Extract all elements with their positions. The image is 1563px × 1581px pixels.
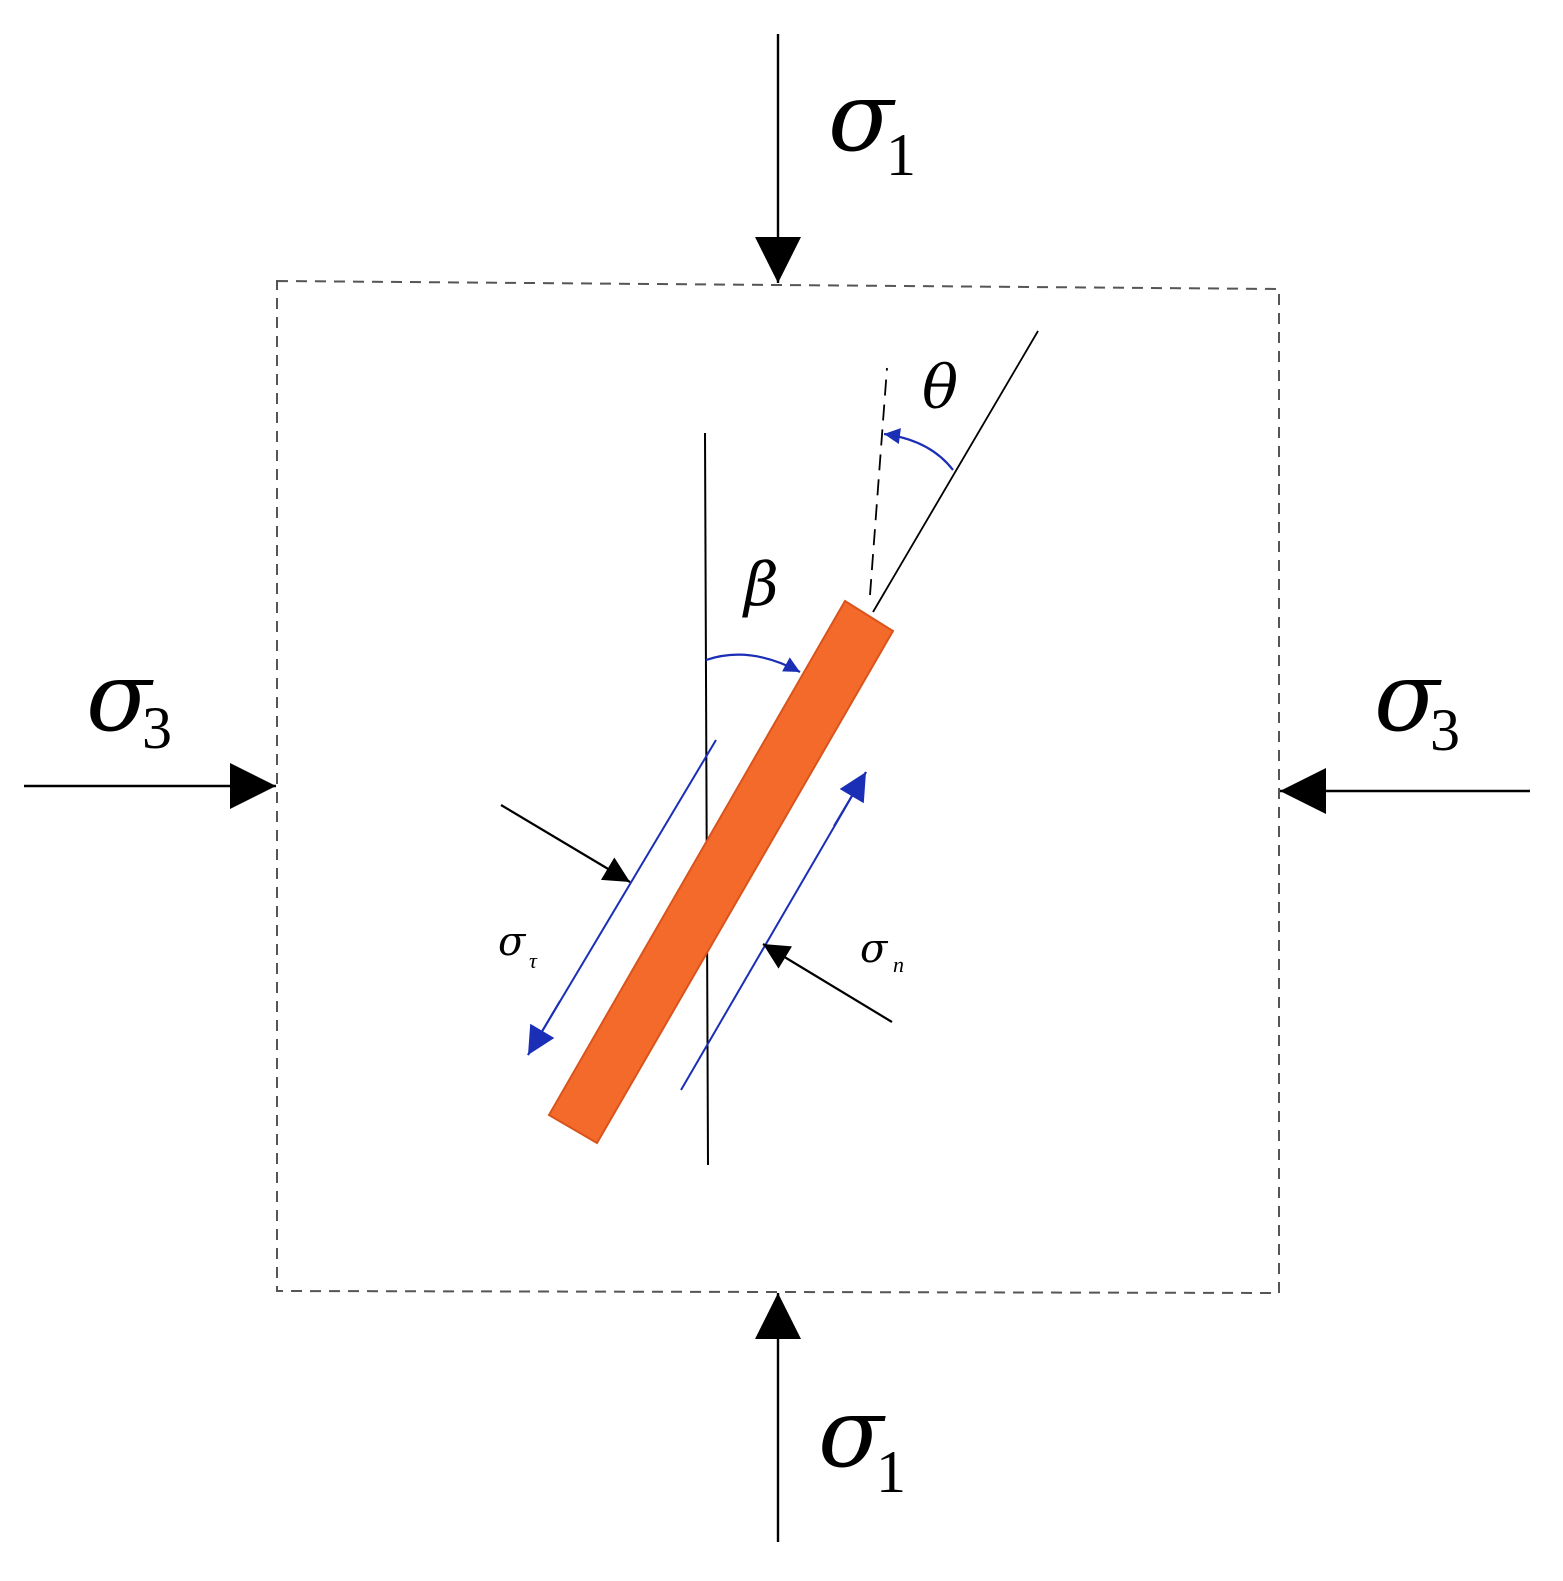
sigma1-top-label: σ: [828, 61, 896, 173]
sigma-tau-subscript: τ: [529, 948, 538, 973]
sigma-n-label: σ: [860, 926, 889, 972]
sigma1-top-subscript: 1: [886, 122, 916, 188]
sigma3-right-subscript: 3: [1430, 697, 1460, 763]
theta-angle-arc: [883, 428, 954, 471]
sample-boundary-dashed: [276, 279, 1280, 1295]
sigma-tau-label: σ: [498, 919, 527, 965]
sigma3-right-label: σ: [1374, 641, 1442, 753]
shear-stress-arrow-right-head: [833, 771, 867, 827]
fracture-bar: [547, 599, 895, 1145]
sigma1-bottom-label: σ: [818, 1377, 886, 1489]
beta-label: β: [742, 550, 779, 620]
normal-dashed-line: [869, 367, 888, 596]
fracture-extension-line: [872, 330, 1039, 613]
normal-stress-arrow-right: [762, 943, 893, 1023]
sigma-n-subscript: n: [893, 952, 904, 977]
sigma1-bottom-subscript: 1: [876, 1439, 906, 1505]
normal-stress-arrow-left: [500, 804, 631, 883]
beta-angle-arc: [705, 653, 801, 673]
theta-label: θ: [922, 353, 958, 423]
shear-stress-arrow-left-head: [527, 1000, 561, 1056]
sigma3-left-label: σ: [86, 641, 154, 753]
sigma3-left-subscript: 3: [142, 695, 172, 761]
vertical-reference-line: [704, 432, 709, 1166]
